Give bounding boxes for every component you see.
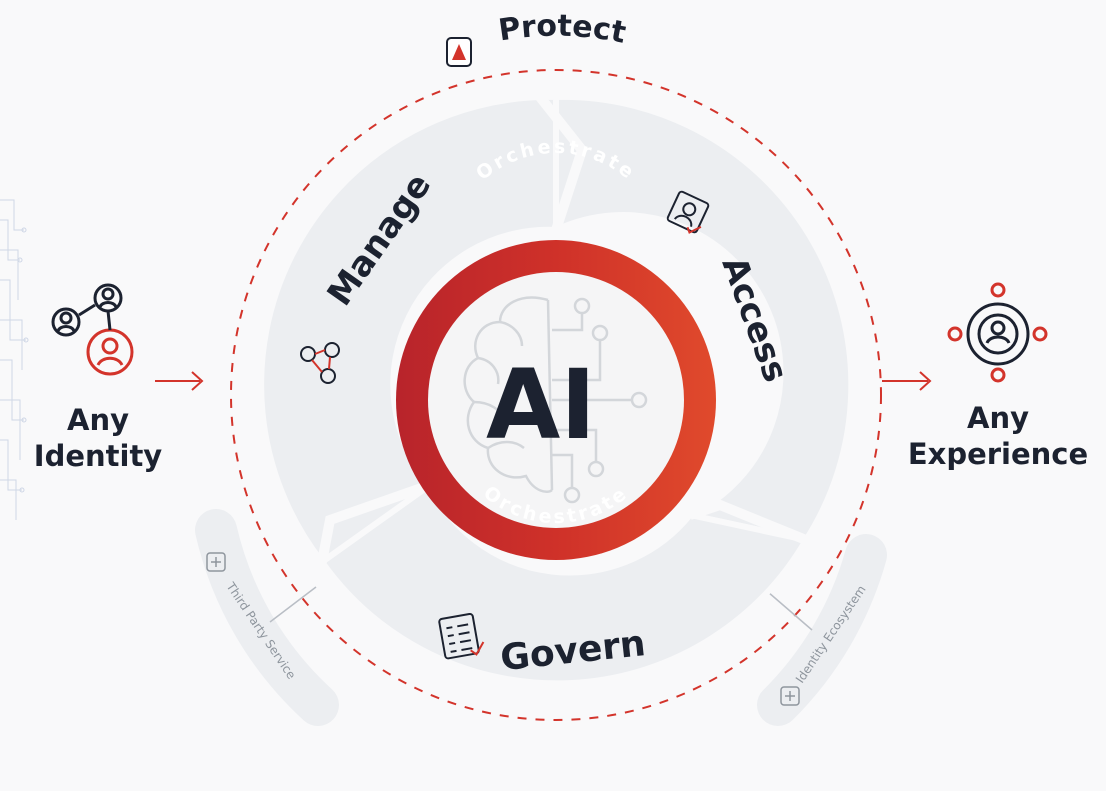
circuit-decoration bbox=[0, 199, 29, 520]
brain-icon bbox=[463, 296, 648, 504]
any-experience-line2: Experience bbox=[907, 437, 1089, 471]
team-connection-icon bbox=[300, 342, 340, 384]
segments-ring bbox=[258, 93, 855, 687]
experience-user-icon bbox=[947, 282, 1048, 383]
arrow-out-icon bbox=[882, 371, 932, 391]
ai-label: AI bbox=[486, 349, 596, 461]
any-experience-label: Any Experience bbox=[900, 400, 1096, 472]
id-card-check-icon bbox=[666, 190, 710, 234]
any-identity-line1: Any bbox=[67, 403, 129, 437]
any-identity-label: Any Identity bbox=[28, 402, 168, 474]
segment-manage bbox=[258, 93, 559, 567]
protect-ring bbox=[230, 69, 882, 721]
segment-govern bbox=[317, 480, 811, 687]
plus-box-icon bbox=[780, 686, 800, 706]
plus-box-icon bbox=[206, 552, 226, 572]
identity-users-icon bbox=[51, 283, 134, 376]
pill-third-party bbox=[195, 509, 339, 726]
any-identity-line2: Identity bbox=[33, 439, 163, 473]
arrow-in-icon bbox=[155, 371, 204, 391]
checklist-icon bbox=[438, 613, 485, 660]
pill-ecosystem bbox=[757, 534, 887, 726]
protect-label: Protect bbox=[496, 9, 628, 51]
any-experience-line1: Any bbox=[967, 401, 1029, 435]
